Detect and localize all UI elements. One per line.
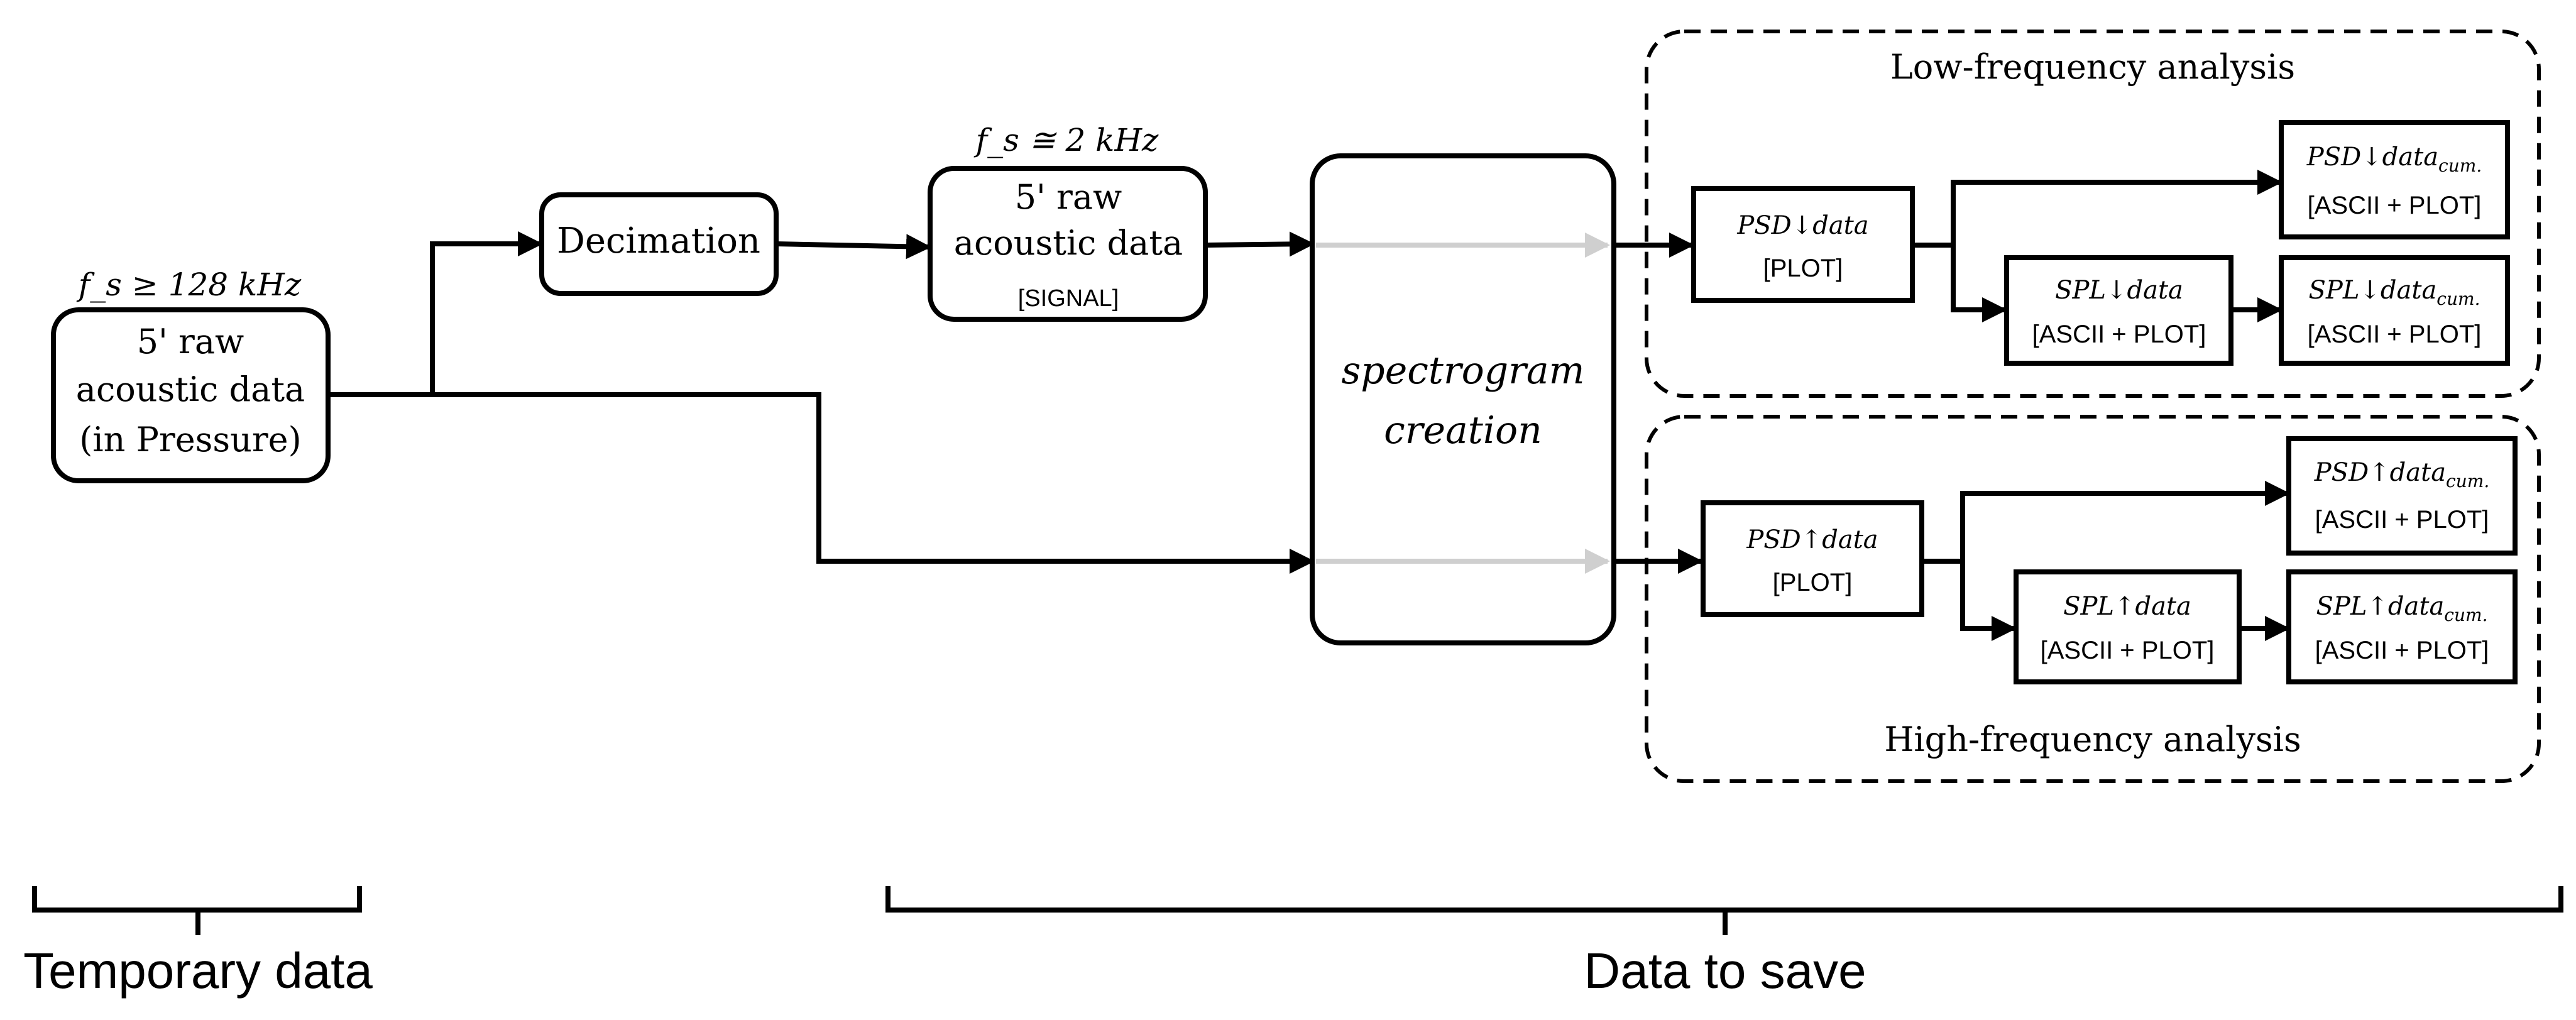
temporary-data-label: Temporary data [23,943,373,999]
low-spl-tag: [ASCII + PLOT] [2032,321,2206,348]
low-psd-cum-box [2279,120,2510,239]
low-psd-cum-sub: cum. [2438,155,2482,176]
high-psd-cum-box [2286,436,2518,556]
raw-to-spectrogram-arrow [432,392,1315,574]
low-spl-name: SPL↓data [2055,276,2183,305]
decimated-sampling-rate: f_s ≅ 2 kHz [973,122,1159,158]
low-psd-cum-main: PSD↓data [2306,143,2438,172]
low-psd-name: PSD↓data [1736,211,1868,240]
high-psd-cum-sub: cum. [2446,471,2489,491]
low-psd-cum-tag: [ASCII + PLOT] [2308,192,2482,219]
high-psd-box [1701,500,1924,617]
low-psd-to-spl-arrow [1951,245,2007,322]
high-psd-cum-tag: [ASCII + PLOT] [2315,506,2489,534]
raw-data-box [51,307,331,483]
low-spl-cum-tag: [ASCII + PLOT] [2308,321,2482,348]
decimated-to-spectrogram-arrow [1205,231,1315,257]
low-frequency-title: Low-frequency analysis [1890,47,2295,87]
temporary-data-brace [32,886,362,935]
decimation-box [539,192,779,296]
low-frequency-group [1645,30,2541,398]
spectrogram-line1: spectrogram [1342,349,1585,393]
high-psd-cum-main: PSD↑data [2314,458,2446,487]
high-frequency-group [1645,415,2541,783]
decimated-line1: 5' raw [1015,177,1122,217]
raw-sampling-rate: f_s ≥ 128 kHz [76,266,302,303]
decimation-to-decimated-arrow [776,234,931,260]
low-psd-cum-name: PSD↓datacum. [2306,143,2482,176]
low-spl-box [2004,255,2233,366]
decimated-line2: acoustic data [954,223,1183,263]
high-spl-box [2014,569,2242,684]
decimation-label: Decimation [557,221,760,261]
low-spl-cum-main: SPL↓data [2309,276,2437,305]
high-psd-name: PSD↑data [1746,525,1878,554]
raw-to-decimation-arrow [328,231,543,397]
high-spl-cum-tag: [ASCII + PLOT] [2315,637,2489,664]
high-spl-cum-name: SPL↑datacum. [2316,592,2488,625]
high-psd-to-spl-arrow [1960,561,2017,641]
low-psd-to-cum-arrow [1912,170,2283,248]
raw-line1: 5' raw [137,322,244,361]
low-spl-cum-name: SPL↓datacum. [2309,276,2480,309]
spectrogram-box [1310,153,1616,645]
high-spl-tag: [ASCII + PLOT] [2041,637,2215,664]
spectrogram-line2: creation [1384,409,1542,452]
high-frequency-title: High-frequency analysis [1884,720,2301,759]
decimated-data-box [928,166,1208,322]
low-psd-tag: [PLOT] [1763,255,1843,282]
high-spl-cum-box [2286,569,2518,684]
low-spl-cum-box [2279,255,2510,366]
raw-line3: (in Pressure) [79,420,301,459]
low-spl-cum-sub: cum. [2436,288,2480,309]
data-to-save-brace [885,886,2563,935]
high-spl-cum-main: SPL↑data [2316,592,2445,621]
data-to-save-label: Data to save [1584,943,1866,999]
high-psd-tag: [PLOT] [1773,569,1853,596]
high-psd-to-cum-arrow [1922,481,2290,564]
raw-line2: acoustic data [76,370,305,409]
low-psd-box [1691,186,1915,303]
high-spl-cum-sub: cum. [2444,605,2487,625]
connectors [328,170,2290,641]
decimated-line3: [SIGNAL] [1018,285,1119,312]
high-spl-name: SPL↑data [2063,592,2191,621]
high-psd-cum-name: PSD↑datacum. [2314,458,2489,491]
